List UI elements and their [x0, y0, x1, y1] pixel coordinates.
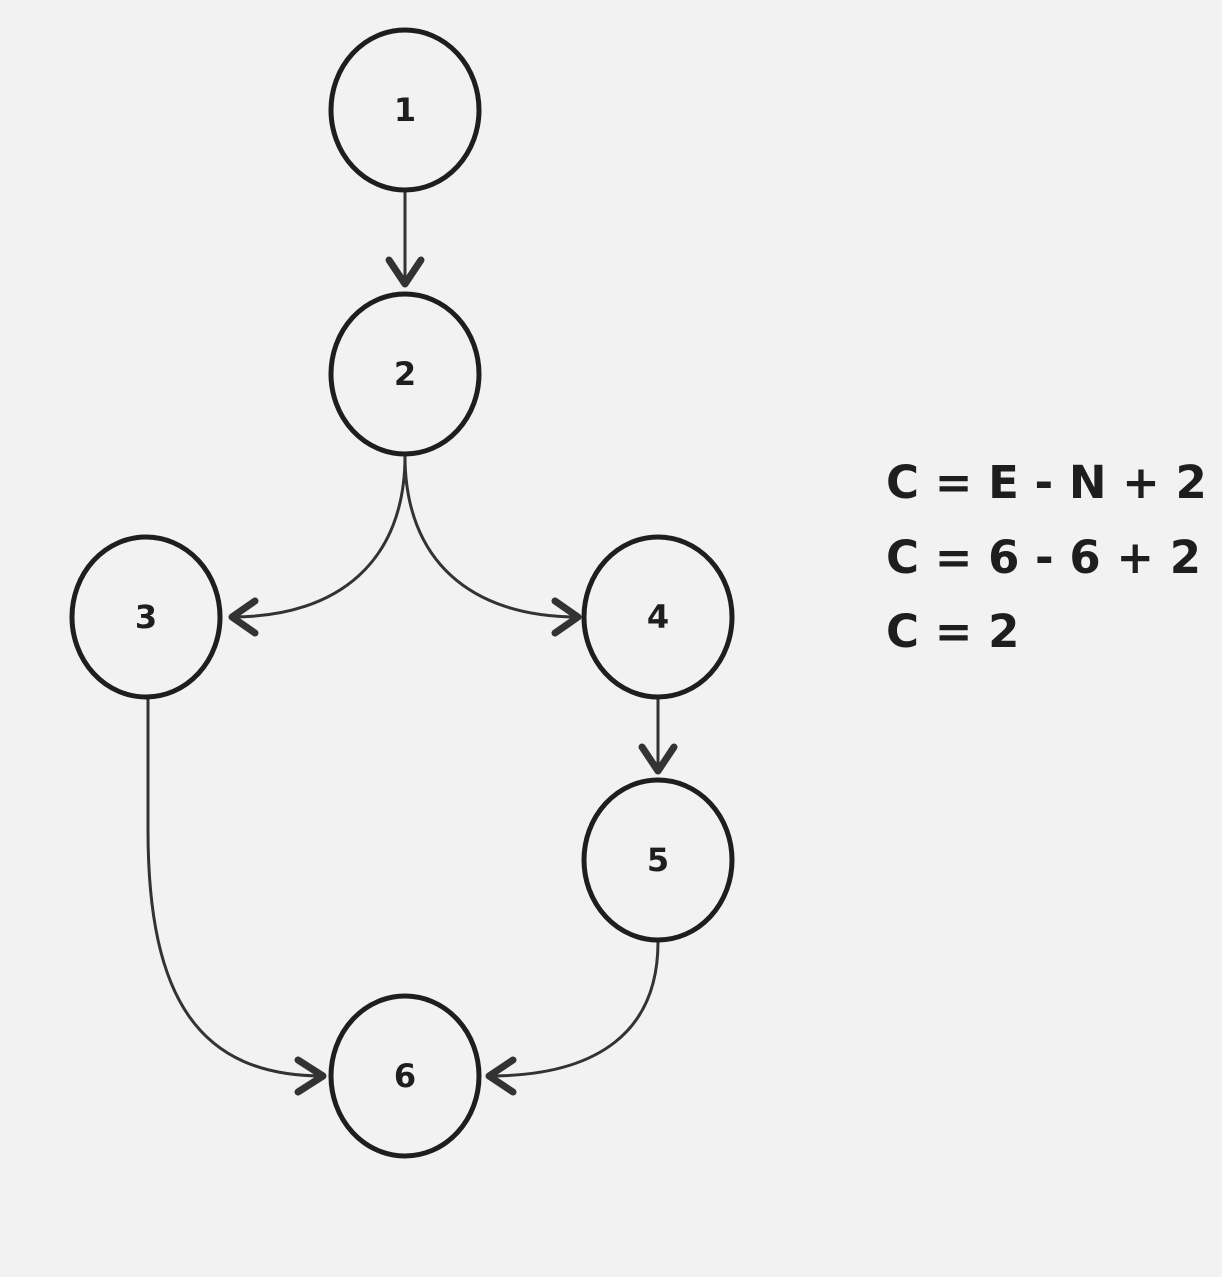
node-5: 5 [581, 777, 735, 943]
arrowhead [294, 1056, 327, 1096]
node-label: 5 [647, 841, 669, 879]
node-label: 4 [647, 598, 669, 636]
formula-line: C = E - N + 2 [886, 456, 1207, 509]
edge-5-to-6 [485, 941, 660, 1096]
formula-line: C = 2 [886, 605, 1020, 658]
node-4: 4 [581, 534, 735, 700]
edge-3-to-6 [146, 699, 327, 1096]
edge-1-to-2 [385, 192, 425, 288]
nodes: 1 2 3 4 5 6 [69, 27, 735, 1159]
edges [146, 192, 678, 1096]
node-label: 1 [394, 91, 416, 129]
node-6: 6 [328, 993, 482, 1159]
node-1: 1 [328, 27, 482, 193]
edge-2-to-3 [228, 455, 407, 637]
arrowhead [385, 256, 425, 288]
arrowhead [551, 597, 582, 637]
arrowhead [638, 743, 678, 775]
node-2: 2 [328, 291, 482, 457]
node-label: 3 [135, 598, 157, 636]
node-3: 3 [69, 534, 223, 700]
arrowhead [228, 597, 259, 637]
edge-2-to-4 [403, 455, 582, 637]
node-label: 2 [394, 355, 416, 393]
formula-line: C = 6 - 6 + 2 [886, 531, 1202, 584]
arrowhead [485, 1056, 517, 1096]
edge-4-to-5 [638, 699, 678, 775]
node-label: 6 [394, 1057, 416, 1095]
